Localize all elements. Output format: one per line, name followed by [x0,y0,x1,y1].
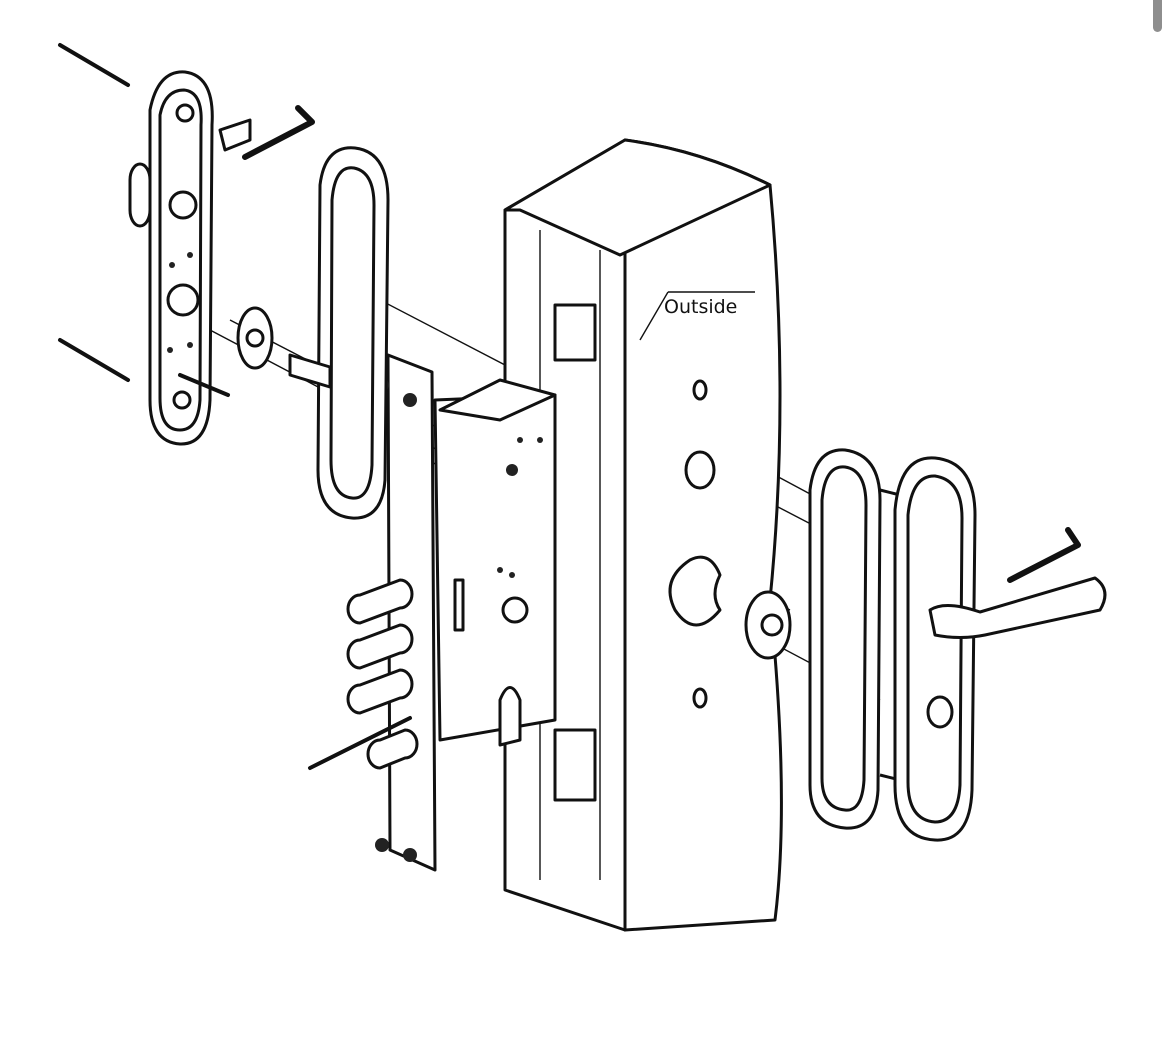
outer-escutcheon [893,456,1107,842]
inner-escutcheon [128,70,252,446]
deadbolts [346,578,419,770]
pins [58,43,130,382]
inner-rose [236,306,332,389]
outer-gasket [808,448,901,830]
outer-rose [744,590,792,660]
inner-gasket [316,146,390,520]
outside-label: Outside [664,296,737,318]
allen-keys [242,105,1081,583]
door: Outside [503,138,783,932]
mortise-lock [308,353,557,872]
scrollbar[interactable] [1153,0,1162,32]
